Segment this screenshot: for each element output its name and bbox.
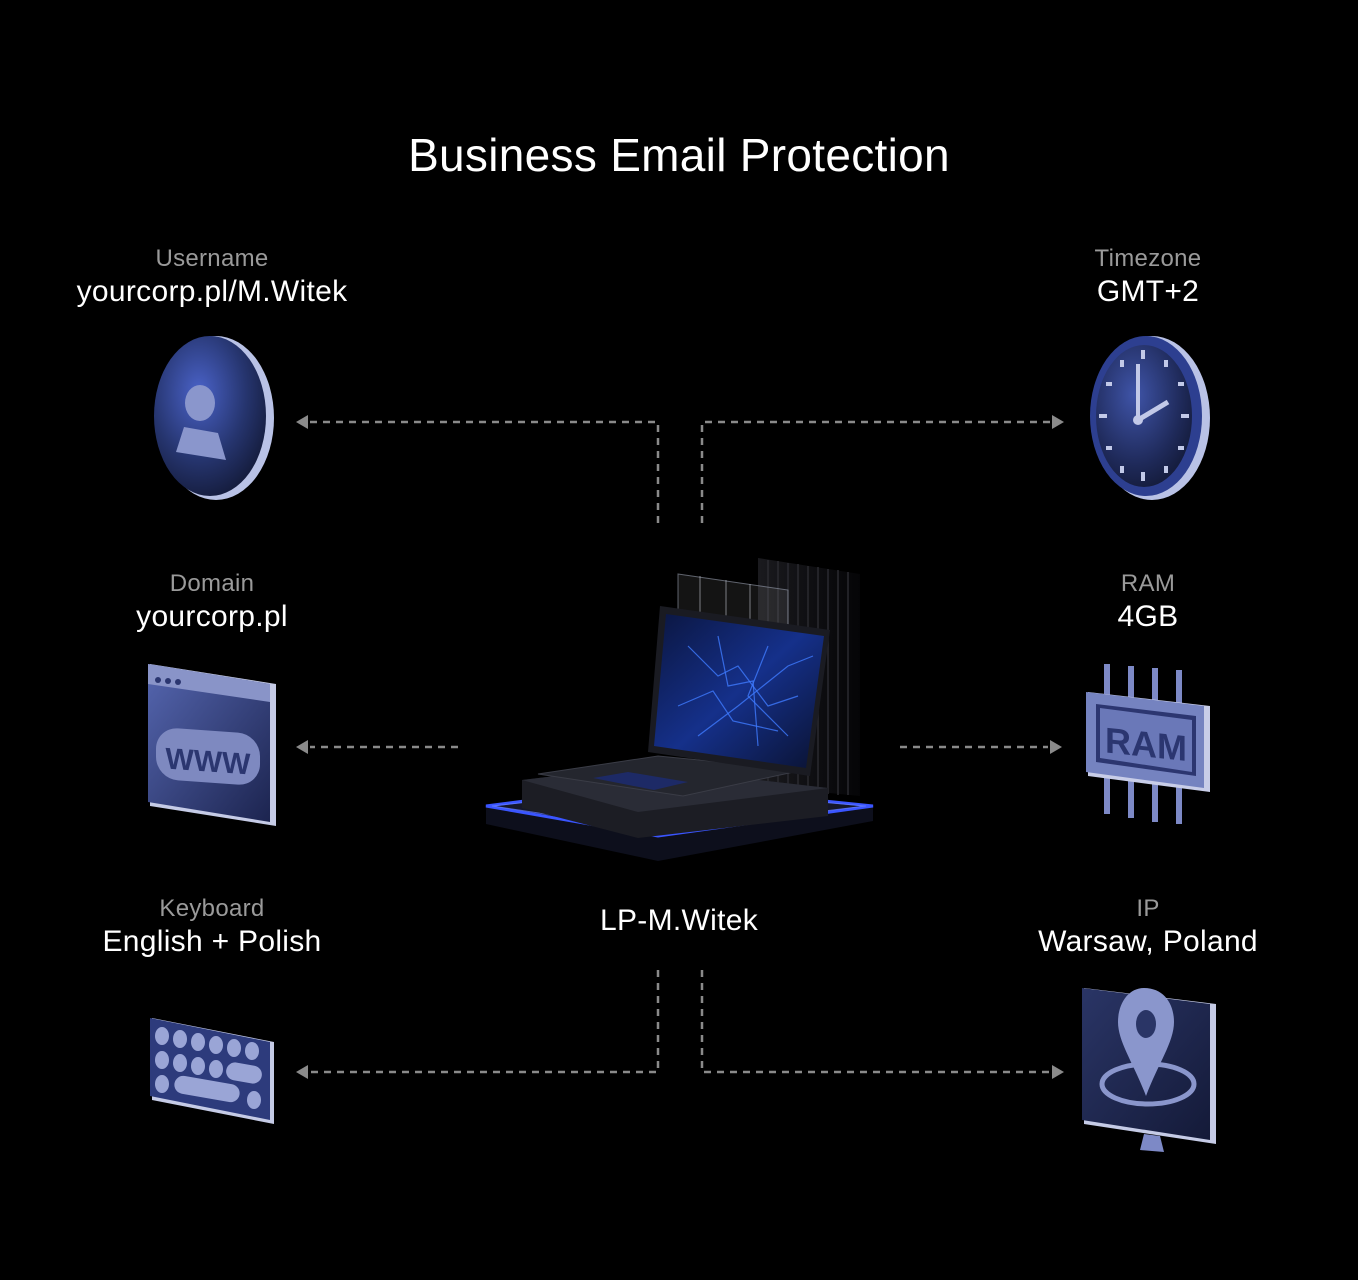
ram-value: 4GB <box>1117 600 1179 633</box>
arrowhead-domain <box>296 740 308 754</box>
attribute-timezone: Timezone GMT+2 <box>948 245 1348 311</box>
arrowhead-keyboard <box>296 1065 308 1079</box>
clock-icon <box>1090 336 1210 500</box>
timezone-label: Timezone <box>1094 245 1202 272</box>
ram-label: RAM <box>1120 570 1176 597</box>
browser-www-icon: WWW <box>148 664 276 826</box>
keyboard-icon <box>150 1018 274 1124</box>
connector-ip <box>700 970 1050 1074</box>
connector-keyboard <box>310 970 660 1074</box>
attribute-ip: IP Warsaw, Poland <box>948 895 1348 961</box>
arrowhead-ram <box>1050 740 1062 754</box>
arrowhead-username <box>296 415 308 429</box>
timezone-value: GMT+2 <box>1096 275 1200 308</box>
device-name: LP-M.Witek <box>599 904 758 937</box>
username-value: yourcorp.pl/M.Witek <box>76 275 348 308</box>
attribute-username: Username yourcorp.pl/M.Witek <box>12 245 412 311</box>
ram-chip-icon: RAM <box>1086 664 1210 824</box>
www-text: WWW <box>166 743 252 782</box>
domain-label: Domain <box>169 570 255 597</box>
keyboard-label: Keyboard <box>159 895 265 922</box>
arrowhead-timezone <box>1052 415 1064 429</box>
connector-username <box>310 420 660 523</box>
page-title: Business Email Protection <box>408 129 950 181</box>
connector-timezone <box>700 420 1050 523</box>
domain-value: yourcorp.pl <box>136 600 288 633</box>
attribute-keyboard: Keyboard English + Polish <box>12 895 412 961</box>
ip-label: IP <box>1136 895 1160 922</box>
ip-value: Warsaw, Poland <box>1038 925 1258 958</box>
location-pin-icon <box>1082 988 1216 1152</box>
attribute-domain: Domain yourcorp.pl <box>12 570 412 636</box>
ram-chip-text: RAM <box>1105 720 1187 770</box>
arrowhead-ip <box>1052 1065 1064 1079</box>
username-label: Username <box>155 245 269 272</box>
keyboard-value: English + Polish <box>102 925 322 958</box>
user-icon <box>154 336 274 500</box>
laptop-icon <box>485 558 874 861</box>
attribute-ram: RAM 4GB <box>948 570 1348 636</box>
